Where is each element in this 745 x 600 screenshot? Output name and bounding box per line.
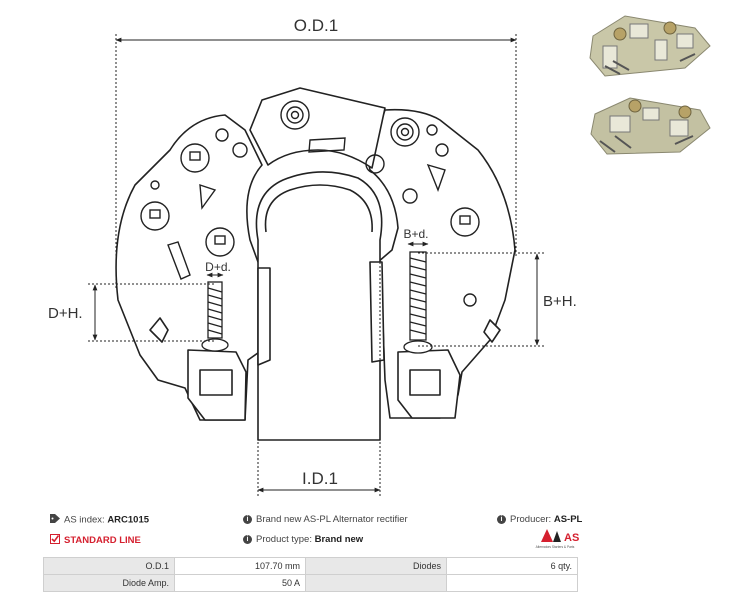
spec-value: 50 A	[174, 574, 306, 592]
description-text: Brand new AS-PL Alternator rectifier	[256, 514, 408, 525]
producer: i Producer: AS-PL	[497, 514, 582, 525]
info-icon: i	[497, 514, 506, 524]
od-label: O.D.1	[294, 16, 338, 35]
bh-label: B+H.	[543, 293, 577, 310]
tag-icon	[50, 514, 60, 526]
product-type-value: Brand new	[314, 534, 364, 545]
description: i Brand new AS-PL Alternator rectifier	[243, 514, 408, 525]
product-photo-top[interactable]	[585, 6, 715, 84]
as-index-value: ARC1015	[107, 514, 150, 526]
spec-key	[305, 574, 447, 592]
id-label: I.D.1	[302, 469, 338, 488]
spec-key: Diodes	[305, 557, 447, 575]
spec-value: 107.70 mm	[174, 557, 306, 575]
dimension-lines	[88, 34, 544, 496]
product-photo-bottom[interactable]	[585, 86, 715, 164]
table-row: Diode Amp. 50 A	[43, 574, 578, 592]
info-icon: i	[243, 534, 252, 544]
rectifier-technical-drawing: O.D.1 I.D.1 D+H. B+H. D+d. B+d.	[48, 16, 577, 496]
logo-mark: AS	[564, 532, 579, 544]
left-screw	[201, 281, 229, 352]
dd-label: D+d.	[205, 260, 231, 274]
producer-value: AS-PL	[553, 514, 583, 525]
rectifier-features	[140, 100, 480, 307]
checkbox-icon	[50, 534, 60, 547]
spec-key: O.D.1	[43, 557, 175, 575]
specs-table: O.D.1 107.70 mm Diodes 6 qty. Diode Amp.…	[43, 557, 578, 592]
producer-label: Producer:	[510, 514, 552, 525]
table-row: O.D.1 107.70 mm Diodes 6 qty.	[43, 557, 578, 575]
bd-label: B+d.	[403, 227, 428, 241]
product-type: i Product type: Brand new	[243, 534, 363, 545]
standard-line-text: STANDARD LINE	[64, 535, 141, 547]
right-screw	[403, 251, 433, 354]
dh-label: D+H.	[48, 305, 83, 322]
spec-value: 6 qty.	[446, 557, 578, 575]
standard-line: STANDARD LINE	[50, 534, 141, 547]
rectifier-body	[115, 87, 516, 441]
spec-value	[446, 574, 578, 592]
spec-key: Diode Amp.	[43, 574, 175, 592]
logo-tagline: Alternators Starters & Parts	[536, 545, 575, 549]
info-icon: i	[243, 514, 252, 524]
as-index: AS index: ARC1015	[50, 514, 149, 526]
as-logo: AS Alternators Starters & Parts	[527, 528, 583, 550]
product-type-label: Product type:	[256, 534, 312, 545]
as-index-label: AS index:	[64, 514, 105, 526]
